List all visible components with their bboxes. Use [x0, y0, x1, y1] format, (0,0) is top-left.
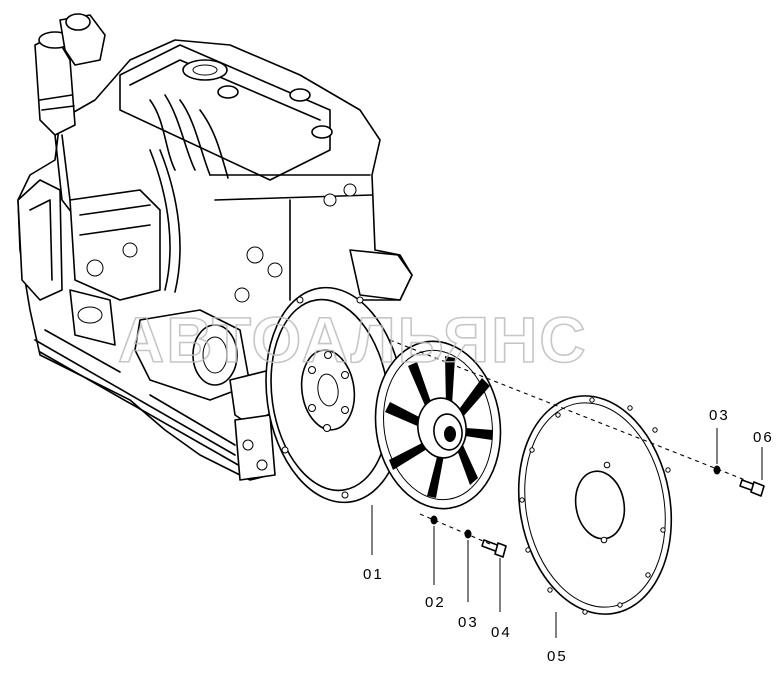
drive-plate-part-01: [374, 340, 502, 510]
watermark-text: АВТОАЛЬЯНС: [118, 304, 588, 376]
callout-03-upper: 03: [709, 407, 730, 424]
washer-part-03-upper: [713, 465, 721, 475]
alignment-line-lower: [419, 513, 491, 545]
callout-05: 05: [547, 648, 568, 665]
callout-06: 06: [753, 429, 774, 446]
washer-part-02: [430, 515, 438, 525]
adapter-plate-part-05: [517, 395, 673, 615]
flywheel-housing: [265, 286, 405, 504]
callout-04: 04: [491, 624, 512, 641]
callout-03-lower: 03: [458, 614, 479, 631]
bolt-part-04: [481, 539, 507, 558]
engine-assembly: [17, 13, 413, 481]
callout-01: 01: [363, 566, 384, 583]
callout-02: 02: [425, 594, 446, 611]
bolt-part-06: [739, 479, 765, 497]
